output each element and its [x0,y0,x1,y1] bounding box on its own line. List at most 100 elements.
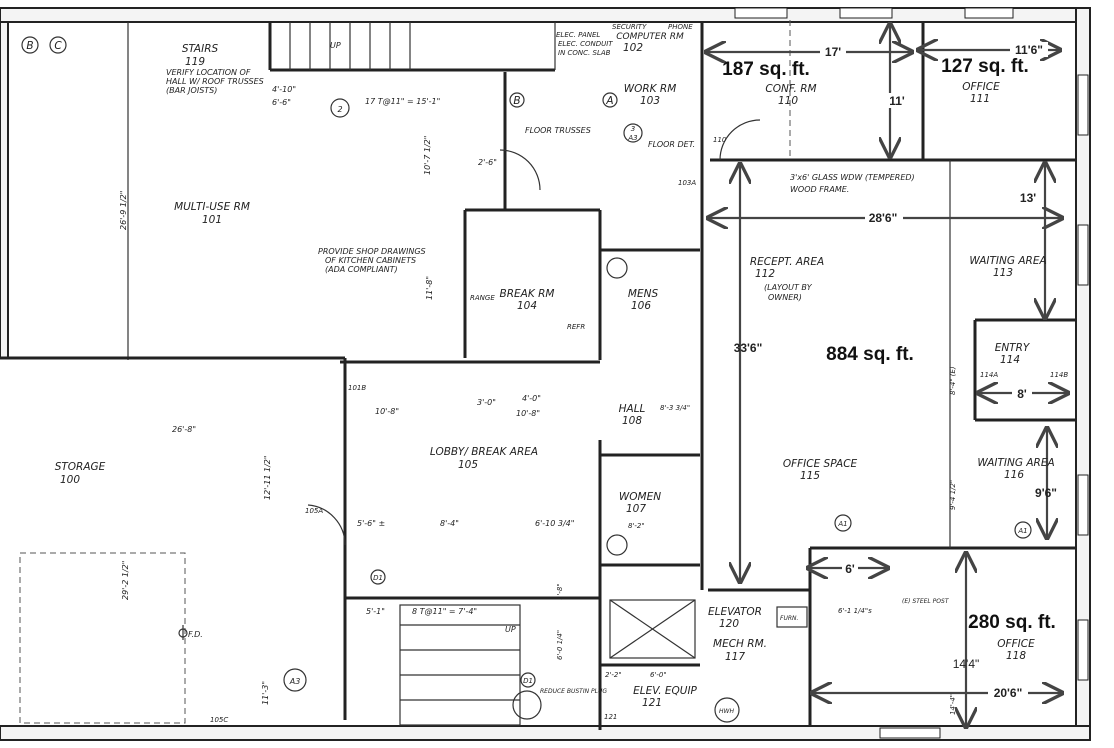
room-number: 119 [185,56,205,68]
hand-dim: 6'-0" [650,671,667,679]
room-number: 112 [755,268,775,280]
hand-dim: 26'-8" [172,425,196,434]
section-tag: 2 [337,105,342,114]
hand-dim: 11'-8" [425,276,434,300]
hand-dim: 8'-4" (E) [949,366,957,395]
door-tag: 103A [678,179,696,187]
room-name: WOMEN [619,491,661,503]
room-number: 102 [623,42,643,54]
room-name: OFFICE [997,638,1035,650]
area-office-111: 127 sq. ft. [941,56,1029,77]
note: 3'x6' GLASS WDW (TEMPERED) [790,173,915,182]
dim-label: 11' [889,94,905,108]
hand-dim: 10'-8" [375,407,399,416]
room-number: 103 [640,95,660,107]
note: UP [330,41,341,50]
room-number: 106 [631,300,651,312]
notes: VERIFY LOCATION OF HALL W/ ROOF TRUSSES … [166,23,950,715]
note: HWH [719,708,734,715]
room-name: MENS [628,288,659,300]
note: FLOOR TRUSSES [525,126,591,135]
hand-dim: 4'-0" [522,394,541,403]
section-tag: A3 [289,677,301,686]
note: PROVIDE SHOP DRAWINGS [318,247,426,256]
note: SECURITY [612,23,647,31]
room-number: 117 [725,651,745,663]
room-number: 100 [60,474,80,486]
note: OWNER) [768,293,802,302]
door-tag: A [605,95,613,107]
hand-dim: 4'-10" [272,85,296,94]
detail-tag: D1 [373,574,383,582]
room-name: WAITING AREA [977,457,1054,469]
note: IN CONC. SLAB [558,49,611,57]
note: ELEC. CONDUIT [558,40,613,48]
room-number: 108 [622,415,642,427]
room-number: 118 [1006,650,1026,662]
room-name: ELEVATOR [708,606,762,618]
room-name: ENTRY [995,342,1031,354]
door-tag: 121 [604,713,617,721]
room-number: 115 [800,470,820,482]
tags: B C A B 3A3 2 A3 D1 D1 A1 A1 101B 105A 1… [21,36,1068,724]
note: FLOOR DET. [648,140,695,149]
hand-dim: 11'-3" [261,681,270,705]
dim-label: 8' [1017,387,1027,401]
hand-dim: 14'-4" [949,694,957,715]
hand-dim: 8 T@11" = 7'-4" [412,607,477,616]
hand-dim: 8'-4" [440,519,459,528]
dim-label: 17' [825,45,841,59]
room-name: ELEV. EQUIP [633,685,697,697]
note: (BAR JOISTS) [166,86,217,95]
hand-dim: 26'-9 1/2" [119,191,128,230]
door-tag: 110 [713,136,727,144]
door-tag: 114A [980,371,998,379]
hand-dim: 2'-6" [478,158,497,167]
room-name: MECH RM. [713,638,767,650]
note: FURN. [780,615,799,622]
note: F.D. [188,630,203,639]
room-number: 104 [517,300,537,312]
room-number: 121 [642,697,662,709]
room-number: 101 [202,214,222,226]
hand-dim: 12'-11 1/2" [263,455,272,500]
section-tag: A3 [627,134,637,142]
door-tag: 114B [1050,371,1068,379]
hand-dim: 10'-8" [516,409,540,418]
hand-dim: 1'-8" [556,583,564,600]
note: OF KITCHEN CABINETS [325,256,416,265]
dim-label: 13' [1020,191,1036,205]
note: WOOD FRAME. [790,185,849,194]
area-office-118: 280 sq. ft. [968,612,1056,633]
room-name: WAITING AREA [969,255,1046,267]
note: (LAYOUT BY [764,283,813,292]
door-tag: 101B [348,384,366,392]
hand-dimensions: 4'-10" 6'-6" 17 T@11" = 15'-1" 10'-7 1/2… [119,85,957,715]
note: (E) STEEL POST [902,598,950,605]
room-name: WORK RM [624,83,677,95]
room-number: 111 [970,93,990,105]
hand-dim: 8'-2" [628,522,645,530]
hand-dim: 6'-6" [272,98,291,107]
hand-dim: 9'-4 1/2" [949,480,957,510]
hand-dim: 5'-1" [366,607,385,616]
grid-tag: C [54,40,62,52]
note: HALL W/ ROOF TRUSSES [166,77,264,86]
room-name: HALL [619,403,646,415]
room-number: 114 [1000,354,1020,366]
interior-walls [0,20,1075,730]
room-number: 105 [458,459,478,471]
room-name: STORAGE [55,461,106,473]
room-number: 110 [778,95,798,107]
dim-label: 6' [845,562,855,576]
room-name: BREAK RM [500,288,555,300]
area-conf-rm: 187 sq. ft. [722,59,810,80]
hand-dim: 17 T@11" = 15'-1" [365,97,440,106]
hand-dim: 3'-0" [477,398,496,407]
section-tag: 3 [631,125,635,133]
hand-dim: 6'-0 1/4" [556,630,564,660]
note: ELEC. PANEL [556,31,600,39]
dimension-labels: 17' 11' 11'6" 13' 28'6" 33'6" 8' 9'6" 14… [734,42,1057,700]
detail-tag: A1 [1017,527,1027,535]
